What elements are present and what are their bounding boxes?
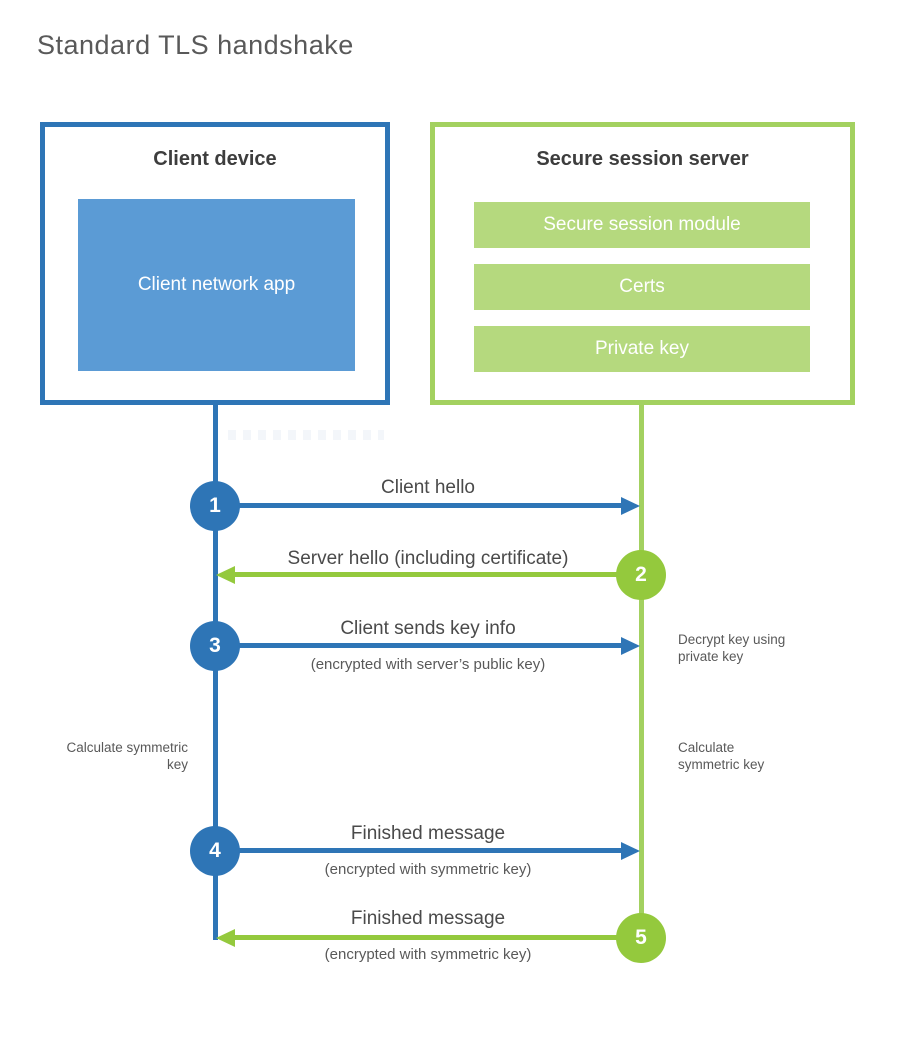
step3-label: Client sends key info (340, 618, 516, 639)
client-device-title: Client device (153, 148, 277, 170)
step4-sublabel: (encrypted with symmetric key) (324, 861, 532, 878)
step4-number: 4 (209, 839, 221, 862)
step5-label: Finished message (350, 908, 506, 929)
step1-label: Client hello (381, 477, 475, 498)
step5-circle: 5 (616, 913, 666, 963)
step4-circle: 4 (190, 826, 240, 876)
step1-arrow-shaft (215, 503, 622, 508)
step3-arrowhead-right-icon (621, 637, 640, 655)
client-lifeline (213, 405, 218, 940)
step2-circle: 2 (616, 550, 666, 600)
step1-arrowhead-right-icon (621, 497, 640, 515)
step2-arrow-shaft (234, 572, 641, 577)
step4-arrow-shaft (215, 848, 622, 853)
step3-sublabel: (encrypted with server’s public key) (310, 656, 546, 673)
step2-arrowhead-left-icon (216, 566, 235, 584)
step2-label: Server hello (including certificate) (287, 548, 569, 569)
step1-circle: 1 (190, 481, 240, 531)
client-network-app-box: Client network app (78, 199, 355, 371)
page-title: Standard TLS handshake (37, 30, 354, 60)
secure-session-server-title: Secure session server (536, 148, 749, 170)
step5-arrowhead-left-icon (216, 929, 235, 947)
server-module-secure-session-module: Secure session module (474, 202, 810, 248)
decrypt-key-note: Decrypt key using private key (678, 632, 786, 664)
step2-number: 2 (635, 563, 647, 586)
step5-sublabel: (encrypted with symmetric key) (324, 946, 532, 963)
client-network-app-label: Client network app (137, 274, 296, 295)
step3-arrow-shaft (215, 643, 622, 648)
step3-number: 3 (209, 634, 221, 657)
server-module-certs: Certs (474, 264, 810, 310)
calculate-symmetric-key-note-client: Calculate symmetric key (66, 740, 188, 772)
step5-number: 5 (635, 926, 647, 949)
server-module-private-key: Private key (474, 326, 810, 372)
step1-number: 1 (209, 494, 221, 517)
step4-label: Finished message (350, 823, 506, 844)
faint-dashes-artifact (228, 430, 384, 440)
server-lifeline (639, 405, 644, 940)
step3-circle: 3 (190, 621, 240, 671)
step5-arrow-shaft (234, 935, 641, 940)
step4-arrowhead-right-icon (621, 842, 640, 860)
calculate-symmetric-key-note-server: Calculate symmetric key (678, 740, 765, 772)
